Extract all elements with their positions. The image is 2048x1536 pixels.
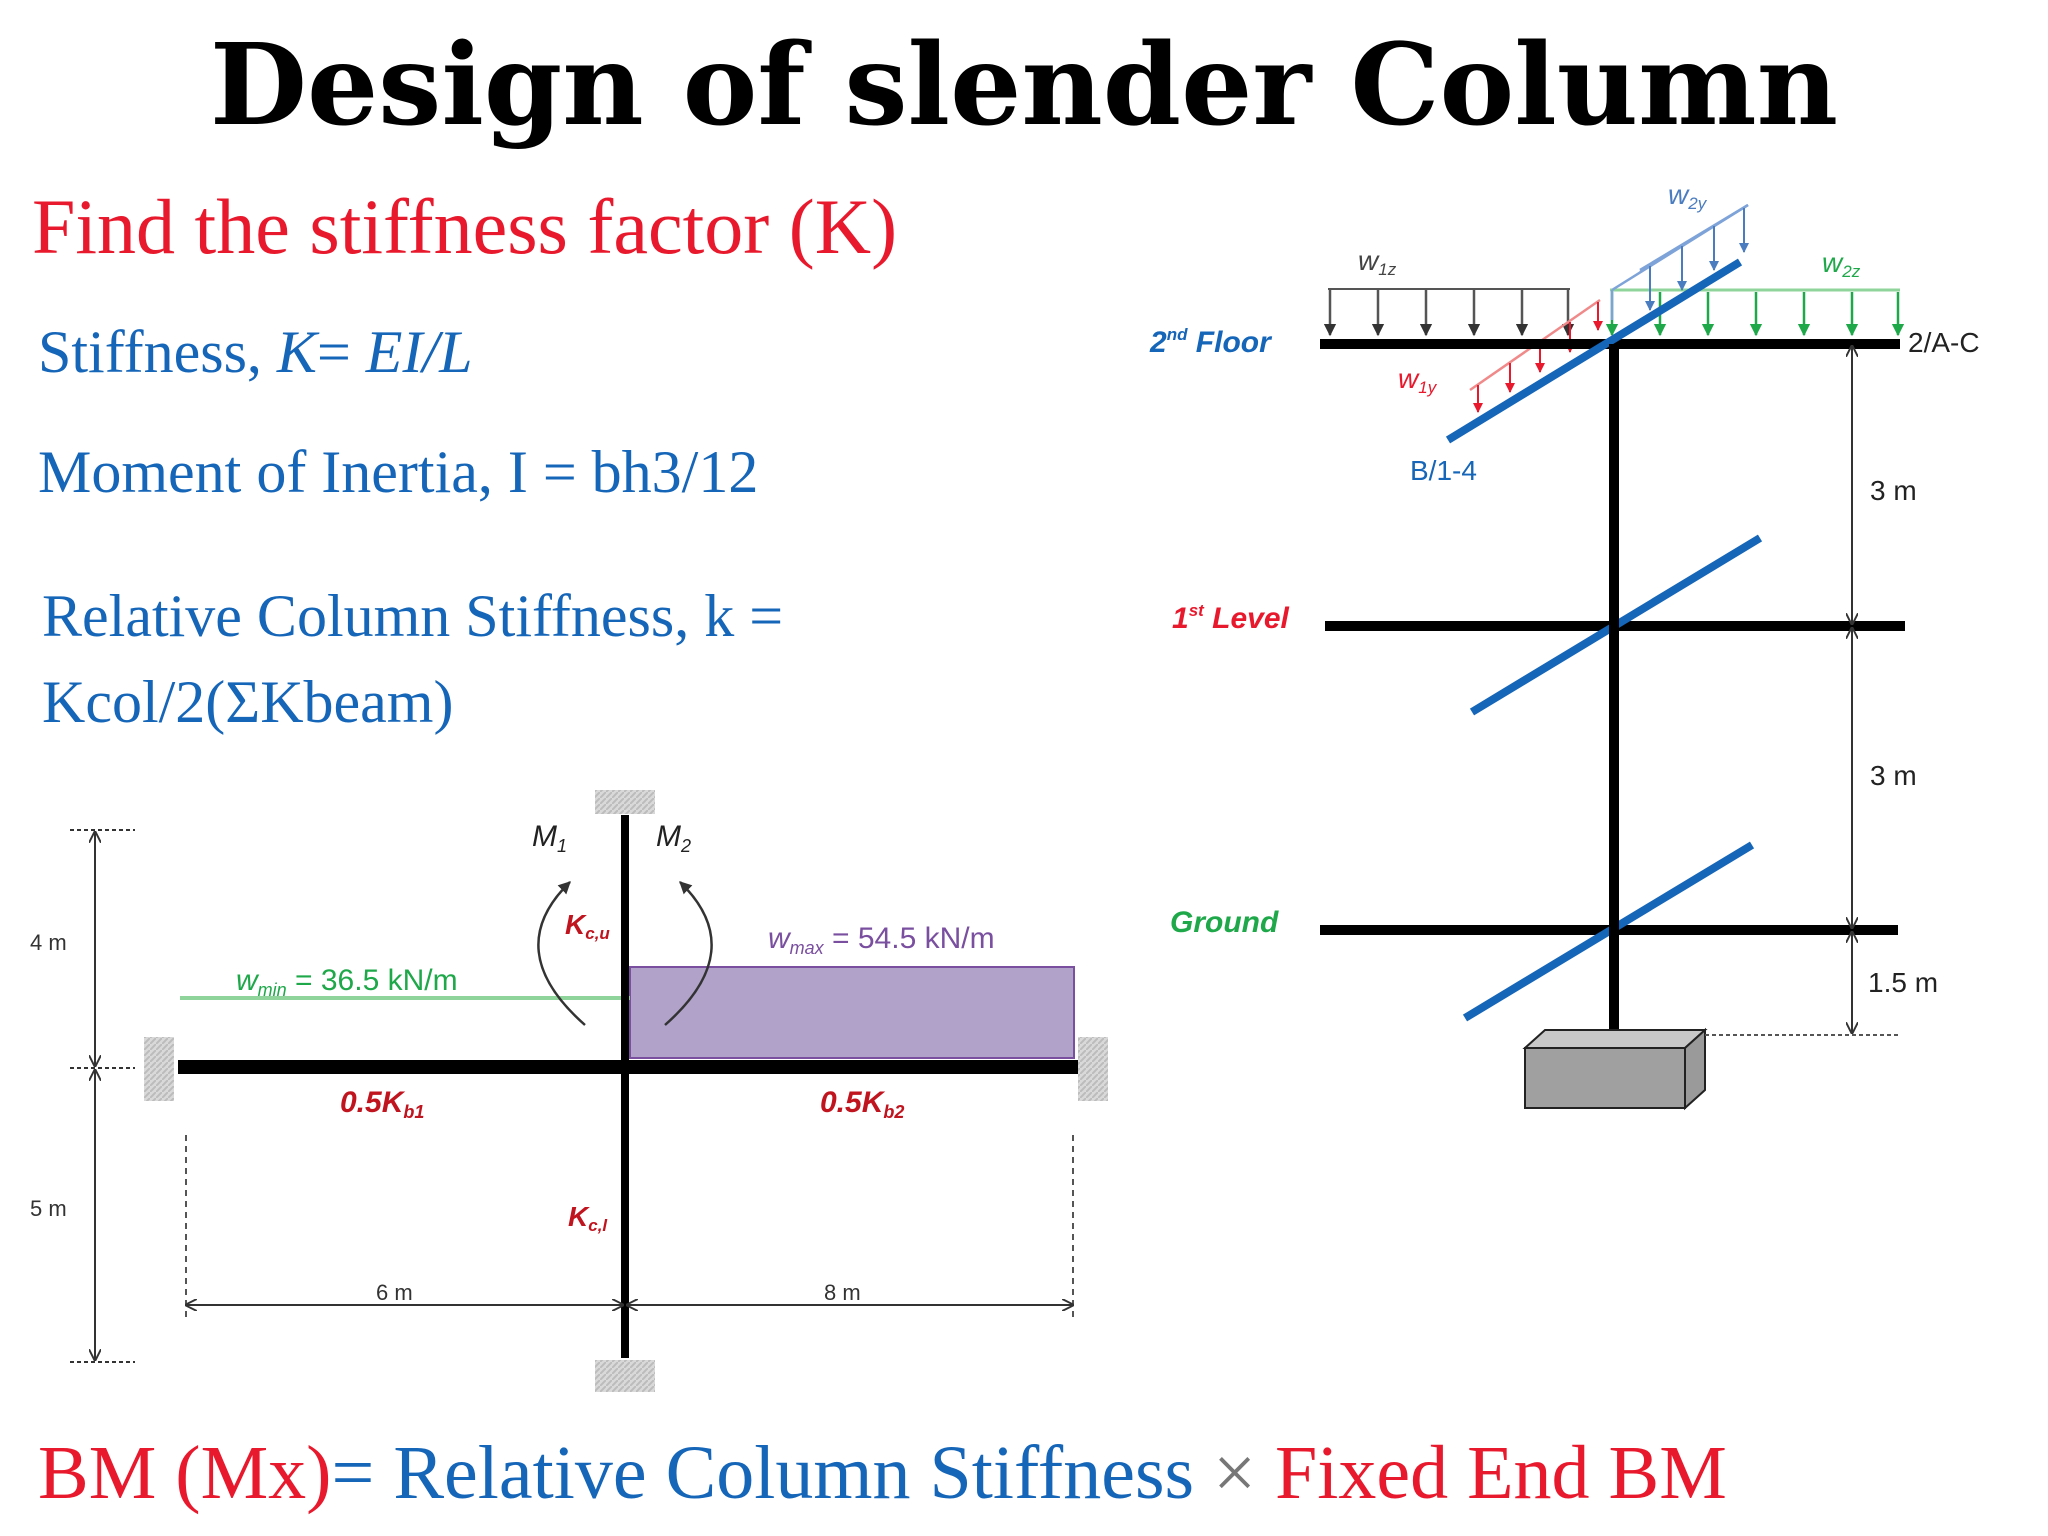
w2z-label: w2z [1822,247,1861,281]
w1z-label: w1z [1358,245,1397,279]
dim-mid-label: 3 m [1870,760,1917,791]
moment-m2-label: M2 [656,820,691,856]
w-min-label: wmin = 36.5 kN/m [236,964,458,1000]
bm-relative: Relative Column Stiffness [393,1431,1195,1515]
stiffness-rhs: EI/L [365,319,473,385]
label-2nd-floor: 2nd Floor [1149,325,1273,359]
bm-formula: BM (Mx)= Relative Column Stiffness × Fix… [38,1430,1727,1517]
moment-m2-arc [664,881,713,1026]
w1y-label: w1y [1398,363,1438,397]
stiffness-prefix: Stiffness, [38,319,277,385]
top-fixed-support [595,790,655,814]
beam-left-stiffness-label: 0.5Kb1 [340,1086,424,1122]
column-diagram: 2nd Floor 1st Level Ground 2/A-C B/1-4 w… [1149,179,1980,1111]
dim-top-label: 3 m [1870,475,1917,506]
beam-right-stiffness-label: 0.5Kb2 [820,1086,904,1122]
right-fixed-support [1078,1037,1108,1101]
col-lower-stiffness-label: Kc,l [568,1201,608,1235]
footing-top [1522,1029,1708,1049]
moment-m1-arc [537,881,586,1026]
w-max-load-block [629,966,1075,1059]
dim-bottom-label: 1.5 m [1868,967,1938,998]
w2y-label: w2y [1668,179,1708,213]
page-title: Design of slender Column [209,20,1839,151]
left-fixed-support [144,1037,174,1101]
stiffness-k: K [276,319,317,385]
section-subtitle: Find the stiffness factor (K) [32,183,898,270]
w1z-load-arrows [1323,290,1575,337]
bm-times: × [1194,1431,1276,1515]
col-upper-stiffness-label: Kc,u [565,909,610,943]
footing-front [1524,1047,1686,1109]
beam-label: B/1-4 [1410,455,1477,486]
span-left-label: 6 m [376,1280,413,1305]
w2y-load-arrows [1645,208,1749,311]
bm-equals: = [331,1431,394,1515]
stiffness-formula: Stiffness, K= EI/L [38,318,472,387]
bm-label: BM (Mx) [38,1431,332,1515]
label-1st-level: 1st Level [1172,601,1290,635]
relative-stiffness-line1: Relative Column Stiffness, k = [42,583,784,649]
grid-label: 2/A-C [1908,327,1980,358]
moment-m1-label: M1 [532,820,567,856]
inertia-formula: Moment of Inertia, I = bh3/12 [38,439,759,505]
frame-diagram: 4 m 5 m M1 M2 Kc,u Kc,l wmin = 36.5 kN/m… [30,790,1108,1392]
w1z-load-top [1328,288,1570,290]
dim-upper-label: 4 m [30,930,67,955]
w-max-label: wmax = 54.5 kN/m [768,922,995,958]
bm-fixed-end: Fixed End BM [1275,1431,1727,1515]
stiffness-eq: = [316,319,366,385]
bottom-fixed-support [595,1360,655,1392]
relative-stiffness-line2: Kcol/2(ΣKbeam) [42,669,454,735]
beam-b1-4-2nd [1445,258,1743,444]
span-right-label: 8 m [824,1280,861,1305]
label-ground: Ground [1170,906,1279,939]
beam-b1-4-ground [1462,841,1755,1022]
dim-lower-label: 5 m [30,1196,67,1221]
